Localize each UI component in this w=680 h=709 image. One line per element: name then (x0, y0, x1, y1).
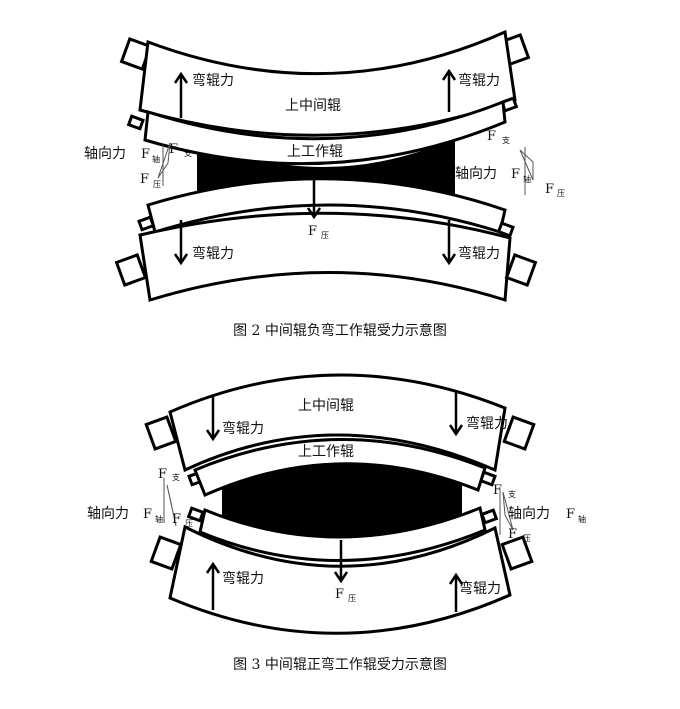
lower-right-bearing-block (504, 253, 538, 287)
figure-2-caption: 图 2 中间辊负弯工作辊受力示意图 (233, 322, 447, 339)
upper-left-bearing-block (144, 415, 178, 451)
bending-force-label: 弯辊力 (222, 570, 264, 587)
bending-force-arrow-upper-left (205, 395, 221, 442)
lower-left-bearing-block (114, 253, 148, 287)
f-symbol: F (545, 182, 554, 197)
lower-intermediate-roll (138, 211, 512, 302)
f-subscript: 轴 (523, 174, 531, 184)
f-subscript: 支 (184, 148, 192, 158)
press-force-arrow (333, 540, 349, 584)
f-subscript: 支 (502, 135, 510, 145)
upper-intermediate-roll (168, 373, 507, 473)
upper-work-roll-left-neck (126, 114, 145, 131)
press-force-arrow (306, 176, 322, 220)
f-symbol: F (143, 507, 152, 522)
lower-work-roll-right-neck (480, 508, 499, 525)
bending-force-arrow-upper-left (173, 71, 189, 118)
lower-work-roll-left-neck (137, 215, 156, 232)
f-symbol: F (140, 172, 149, 187)
bending-force-label: 弯辊力 (192, 245, 234, 262)
upper-work-roll-label: 上工作辊 (287, 144, 343, 160)
left-force-triangle (157, 142, 171, 186)
f-subscript: 轴 (152, 154, 160, 164)
f-symbol: F (169, 142, 178, 157)
bending-force-label: 弯辊力 (466, 415, 508, 432)
f-subscript: 压 (153, 180, 161, 189)
f-subscript: 轴 (578, 514, 586, 524)
upper-intermediate-roll-label: 上中间辊 (298, 398, 354, 414)
bending-force-arrow-upper-right (448, 390, 464, 437)
bending-force-label: 弯辊力 (458, 72, 500, 89)
f-symbol: F (566, 507, 575, 522)
lower-work-roll (146, 177, 507, 234)
f-subscript: 支 (172, 472, 180, 482)
strip-black-region (222, 455, 462, 547)
f-subscript: 压 (348, 594, 356, 603)
f-symbol: F (158, 467, 167, 482)
right-force-triangle (519, 147, 534, 195)
f-symbol: F (172, 512, 181, 527)
lower-left-bearing-block (149, 535, 183, 571)
f-symbol: F (141, 147, 150, 162)
upper-work-roll (143, 99, 507, 166)
lower-right-bearing-block (500, 535, 534, 571)
f-symbol: F (487, 129, 496, 144)
lower-work-roll-left-neck (186, 506, 205, 523)
bending-force-arrow-lower-left (173, 220, 189, 266)
upper-work-roll (193, 438, 487, 498)
bending-force-label: 弯辊力 (458, 245, 500, 262)
upper-right-bearing-block (502, 415, 536, 451)
upper-work-roll-label: 上工作辊 (298, 444, 354, 460)
f-subscript: 压 (557, 189, 565, 198)
f-subscript: 压 (321, 231, 329, 240)
bending-force-arrow-lower-right (441, 220, 457, 266)
axial-force-label-right: 轴向力 (508, 506, 550, 522)
bending-force-label: 弯辊力 (222, 420, 264, 437)
axial-force-label-left: 轴向力 (84, 146, 126, 162)
right-force-triangle (499, 490, 514, 535)
bending-force-label: 弯辊力 (192, 72, 234, 89)
lower-work-roll-right-neck (496, 221, 515, 238)
f-subscript: 压 (185, 519, 193, 528)
f-subscript: 轴 (155, 514, 163, 524)
f-subscript: 压 (523, 534, 531, 543)
figure-3-caption: 图 3 中间辊正弯工作辊受力示意图 (233, 656, 447, 673)
lower-work-roll (198, 505, 487, 562)
left-force-triangle (163, 478, 177, 527)
axial-force-label-left: 轴向力 (87, 506, 129, 522)
f-subscript: 支 (508, 489, 516, 499)
bending-force-arrow-upper-right (441, 68, 457, 112)
bending-force-label: 弯辊力 (459, 580, 501, 597)
f-symbol: F (493, 483, 502, 498)
f-symbol: F (308, 224, 317, 239)
f-symbol: F (508, 527, 517, 542)
upper-intermediate-roll-label: 上中间辊 (285, 98, 341, 114)
f-symbol: F (335, 587, 344, 602)
bending-force-arrow-lower-right (448, 572, 464, 612)
bending-force-arrow-lower-left (205, 561, 221, 610)
axial-force-label-right: 轴向力 (455, 166, 497, 182)
f-symbol: F (511, 167, 520, 182)
